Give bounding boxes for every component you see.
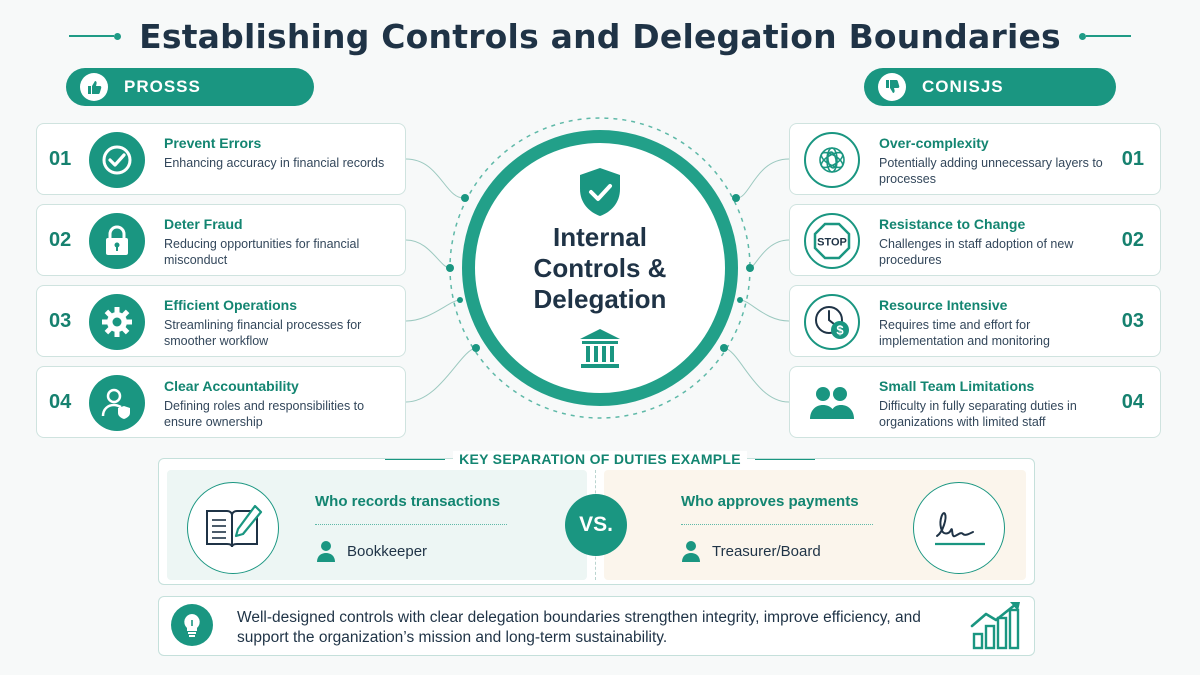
cons-label: CONISJS — [922, 77, 1004, 96]
center-title: Internal Controls & Delegation — [533, 222, 667, 314]
footer-panel — [158, 596, 1035, 656]
cons-item-3: $ Resource Intensive Requires time and e… — [789, 285, 1161, 357]
item-number: 03 — [1121, 310, 1144, 332]
versus-badge: VS. — [565, 494, 627, 556]
person-icon — [317, 541, 335, 562]
item-number: 02 — [1121, 229, 1144, 251]
separation-left-role: Bookkeeper — [317, 540, 427, 562]
stop-sign-text: STOP — [817, 237, 847, 249]
clock-dollar-icon: $ — [804, 294, 860, 350]
pros-item-4: 04 Clear Accountability Defining roles a… — [36, 366, 406, 438]
item-title: Deter Fraud — [164, 216, 243, 232]
item-title: Prevent Errors — [164, 135, 262, 151]
title-decoration-right — [1078, 32, 1131, 40]
role-label: Bookkeeper — [347, 542, 428, 560]
cons-item-4: Small Team Limitations Difficulty in ful… — [789, 366, 1161, 438]
role-label: Treasurer/Board — [712, 542, 821, 560]
item-title: Efficient Operations — [164, 297, 298, 313]
lightbulb-icon — [171, 604, 213, 646]
item-description: Challenges in staff adoption of new proc… — [879, 237, 1074, 267]
separation-right-role: Treasurer/Board — [682, 540, 821, 562]
item-number: 03 — [49, 310, 72, 332]
separation-right-question: Who approves payments — [681, 493, 859, 510]
separation-left-question: Who records transactions — [315, 493, 501, 510]
separation-left-dash — [315, 524, 507, 525]
cons-header: CONISJS — [864, 68, 1116, 106]
item-description: Defining roles and responsibilities to e… — [164, 399, 365, 429]
ledger-pen-icon — [187, 482, 279, 574]
item-title: Resource Intensive — [879, 297, 1008, 313]
item-number: 04 — [49, 391, 72, 413]
title-row: Establishing Controls and Delegation Bou… — [0, 14, 1200, 58]
item-number: 02 — [49, 229, 72, 251]
item-title: Over-complexity — [879, 135, 989, 151]
growth-chart-icon — [968, 600, 1024, 657]
stop-sign-icon: STOP — [804, 213, 860, 269]
thumbs-up-icon — [80, 73, 108, 101]
title-decoration-left — [69, 32, 122, 40]
separation-title-row: KEY SEPARATION OF DUTIES EXAMPLE — [0, 450, 1200, 468]
pros-item-1: 01 Prevent Errors Enhancing accuracy in … — [36, 123, 406, 195]
item-title: Small Team Limitations — [879, 378, 1035, 394]
item-title: Clear Accountability — [164, 378, 299, 394]
pros-item-2: 02 Deter Fraud Reducing opportunities fo… — [36, 204, 406, 276]
item-description: Potentially adding unnecessary layers to… — [879, 156, 1103, 186]
item-description: Enhancing accuracy in financial records — [164, 156, 385, 170]
user-shield-icon — [89, 375, 145, 431]
item-description: Streamlining financial processes for smo… — [164, 318, 362, 348]
item-description: Difficulty in fully separating duties in… — [879, 399, 1077, 429]
item-title: Resistance to Change — [879, 216, 1026, 232]
tangle-icon — [804, 132, 860, 188]
cons-item-2: STOP Resistance to Change Challenges in … — [789, 204, 1161, 276]
svg-text:$: $ — [836, 323, 844, 338]
page-title: Establishing Controls and Delegation Bou… — [139, 16, 1061, 56]
separation-title: KEY SEPARATION OF DUTIES EXAMPLE — [453, 451, 747, 467]
separation-right-dash — [681, 524, 873, 525]
checkmark-icon — [89, 132, 145, 188]
gear-icon — [89, 294, 145, 350]
signature-icon — [913, 482, 1005, 574]
pros-header: PROSSS — [66, 68, 314, 106]
item-description: Requires time and effort for implementat… — [879, 318, 1050, 348]
cons-item-1: Over-complexity Potentially adding unnec… — [789, 123, 1161, 195]
thumbs-down-icon — [878, 73, 906, 101]
person-icon — [682, 541, 700, 562]
item-description: Reducing opportunities for financial mis… — [164, 237, 360, 267]
footer-text: Well-designed controls with clear delega… — [237, 609, 921, 646]
item-number: 01 — [49, 148, 72, 170]
shield-check-icon — [576, 166, 624, 223]
item-number: 04 — [1121, 391, 1144, 413]
team-icon — [804, 375, 860, 431]
bank-icon — [578, 327, 622, 376]
pros-label: PROSSS — [124, 77, 201, 96]
lock-icon — [89, 213, 145, 269]
pros-item-3: 03 Efficient Operations Streamlining fin… — [36, 285, 406, 357]
item-number: 01 — [1121, 148, 1144, 170]
